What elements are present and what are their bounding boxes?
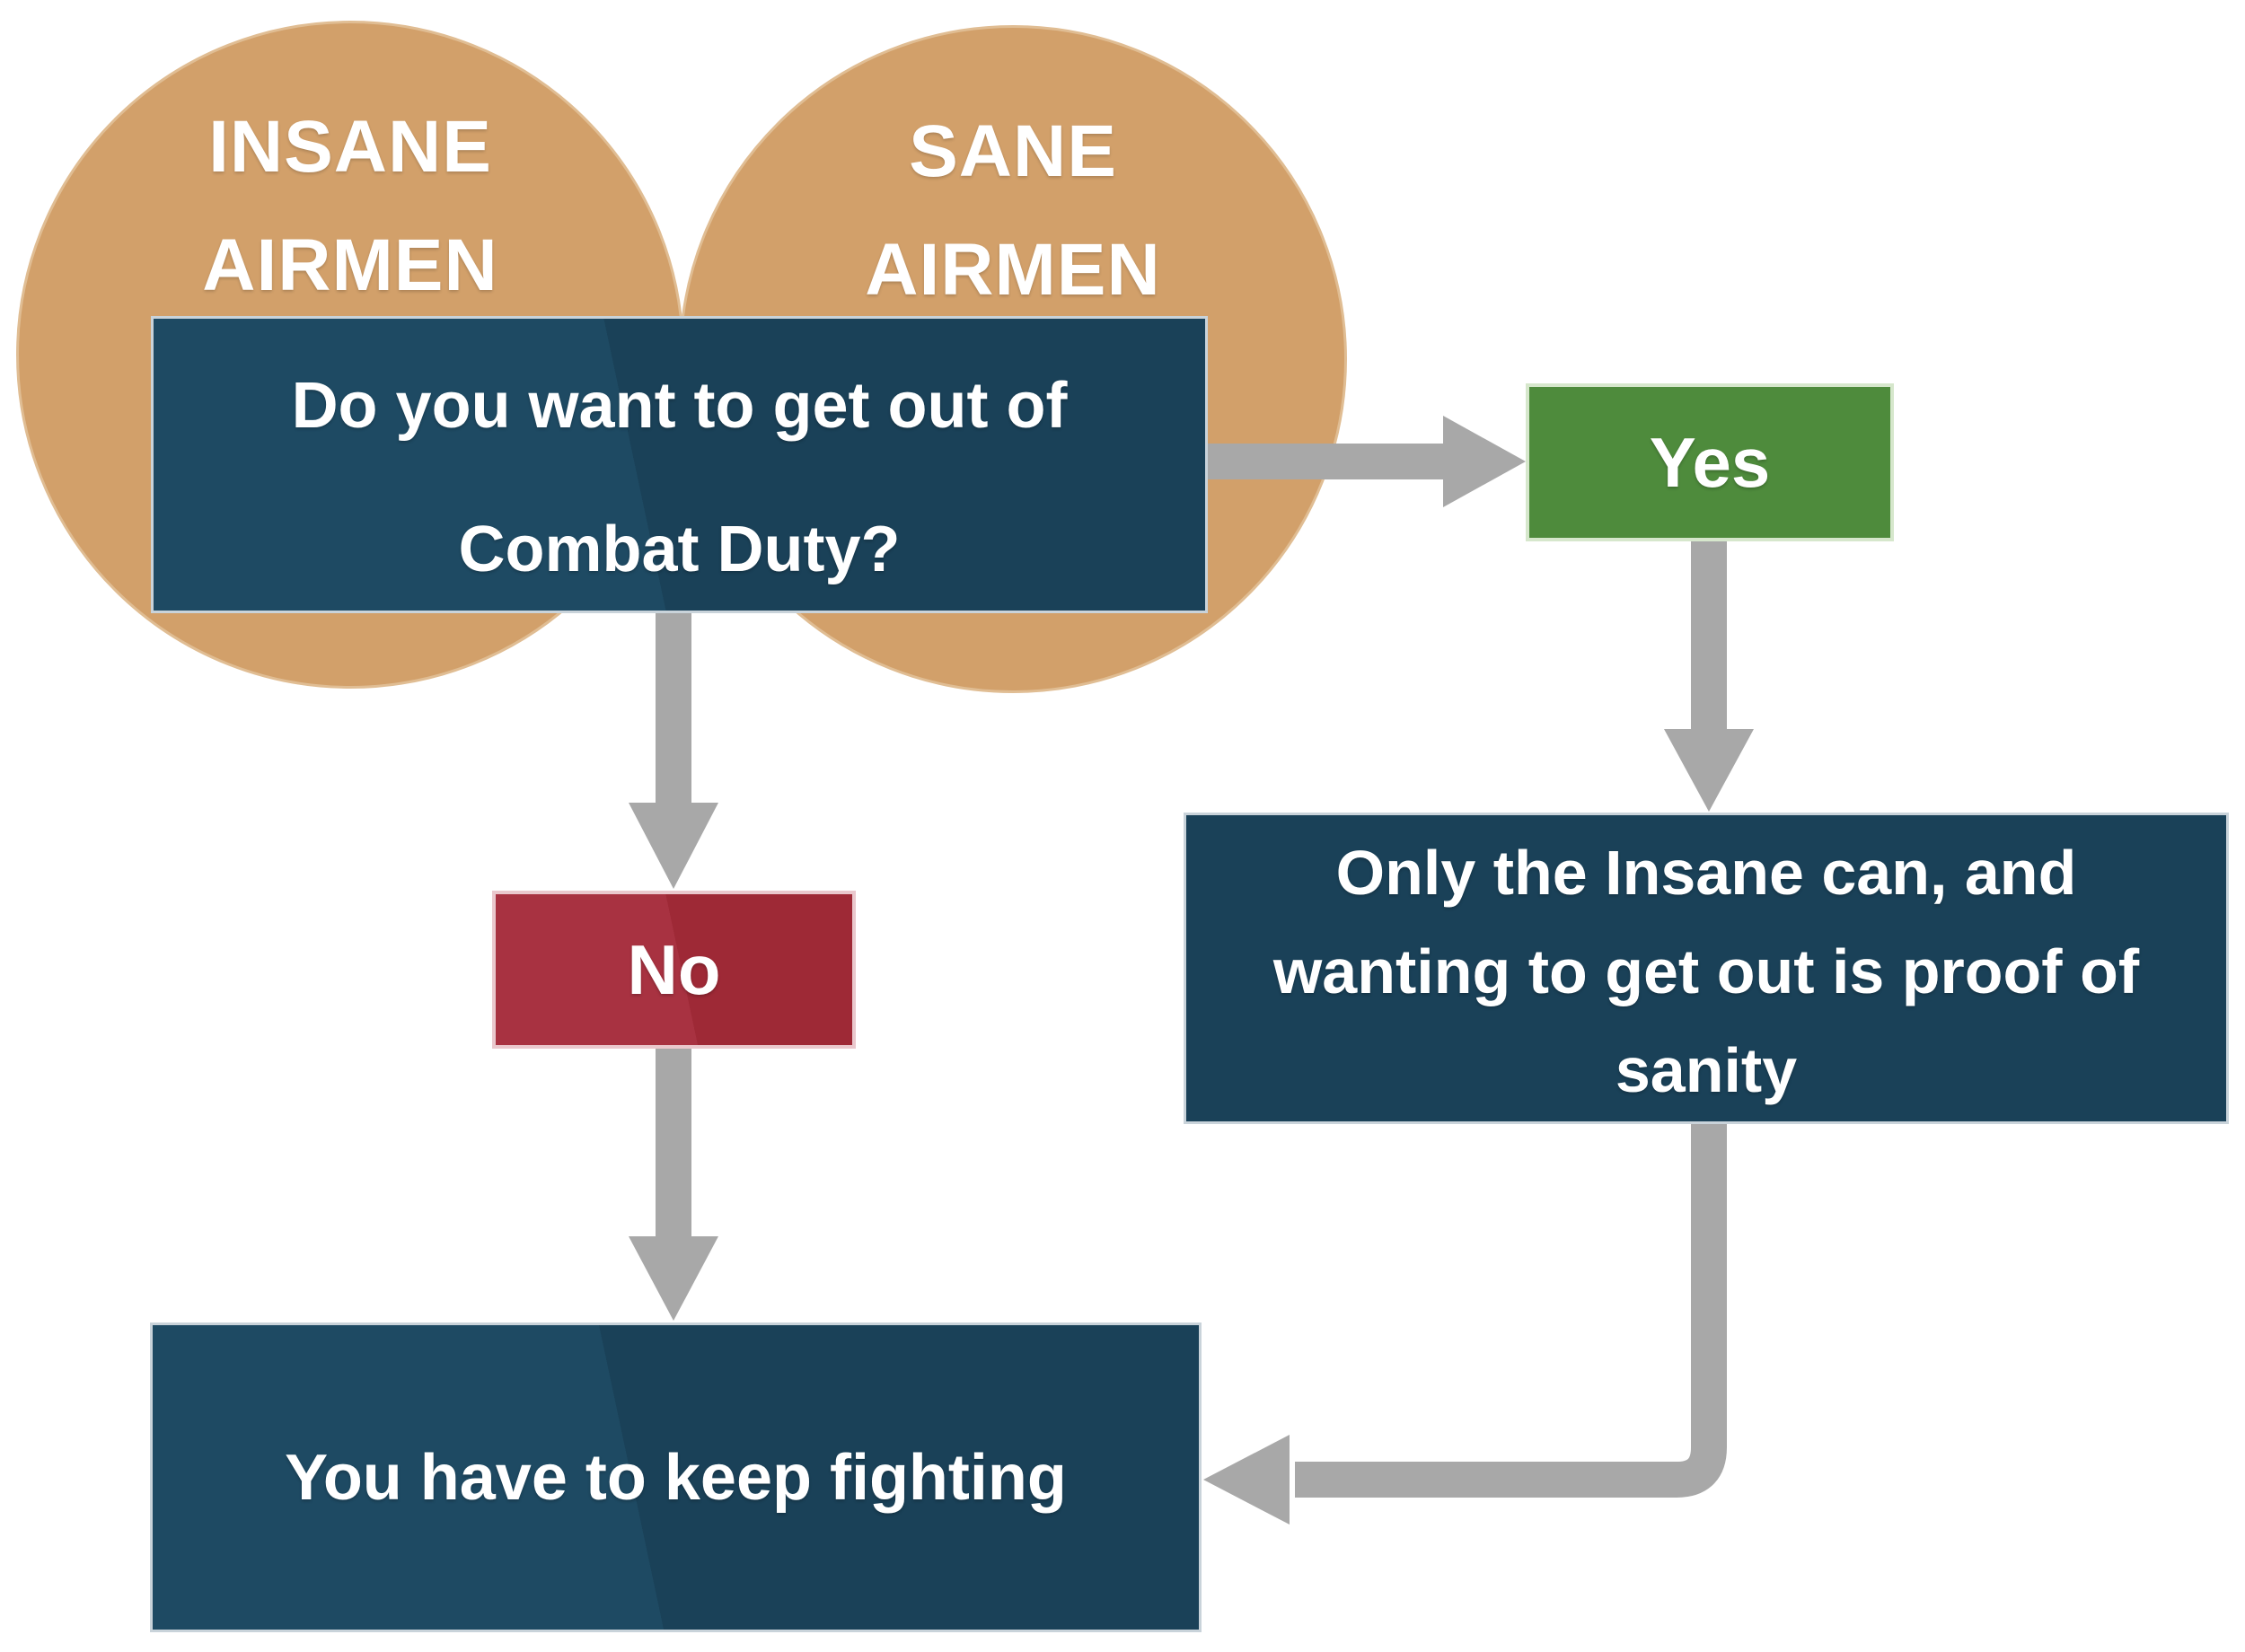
- arrow-yes-to-insane-result: [1664, 540, 1754, 812]
- insane-result-line1: Only the Insane can, and: [1335, 837, 2077, 908]
- no-box: No: [492, 891, 856, 1049]
- arrowhead-down-icon: [1664, 729, 1754, 812]
- insane-result-box: Only the Insane can, and wanting to get …: [1184, 813, 2229, 1124]
- arrow-shaft: [656, 611, 691, 804]
- arrow-shaft: [1208, 444, 1443, 479]
- insane-airmen-line2: AIRMEN: [202, 224, 498, 306]
- insane-airmen-label: INSANE AIRMEN: [202, 88, 497, 686]
- no-label: No: [627, 929, 721, 1009]
- arrow-shaft: [1691, 540, 1727, 731]
- question-box: Do you want to get out of Combat Duty?: [151, 316, 1208, 613]
- arrowhead-down-icon: [629, 1236, 718, 1321]
- insane-airmen-line1: INSANE: [208, 106, 492, 188]
- arrow-insane-result-to-keep-fighting: [1203, 1122, 1727, 1525]
- arrowhead-right-icon: [1443, 416, 1526, 507]
- yes-label: Yes: [1649, 422, 1771, 502]
- question-line1: Do you want to get out of: [291, 369, 1068, 442]
- yes-box: Yes: [1526, 383, 1894, 541]
- arrow-shaft: [656, 1047, 691, 1238]
- insane-result-line2: wanting to get out is proof of: [1272, 936, 2140, 1006]
- keep-fighting-box: You have to keep fighting: [150, 1322, 1202, 1632]
- arrow-no-to-keep-fighting: [629, 1047, 718, 1321]
- sane-airmen-line1: SANE: [909, 110, 1117, 192]
- arrow-question-to-yes: [1208, 416, 1526, 507]
- arrowhead-down-icon: [629, 803, 718, 889]
- arrowhead-left-icon: [1203, 1435, 1290, 1525]
- keep-fighting-label: You have to keep fighting: [285, 1441, 1067, 1514]
- question-line2: Combat Duty?: [458, 513, 901, 585]
- arrow-elbow-shaft: [1295, 1122, 1727, 1498]
- arrow-question-to-no: [629, 611, 718, 889]
- sane-airmen-line2: AIRMEN: [865, 229, 1161, 311]
- insane-result-line3: sanity: [1615, 1034, 1798, 1105]
- sane-airmen-label: SANE AIRMEN: [865, 92, 1160, 690]
